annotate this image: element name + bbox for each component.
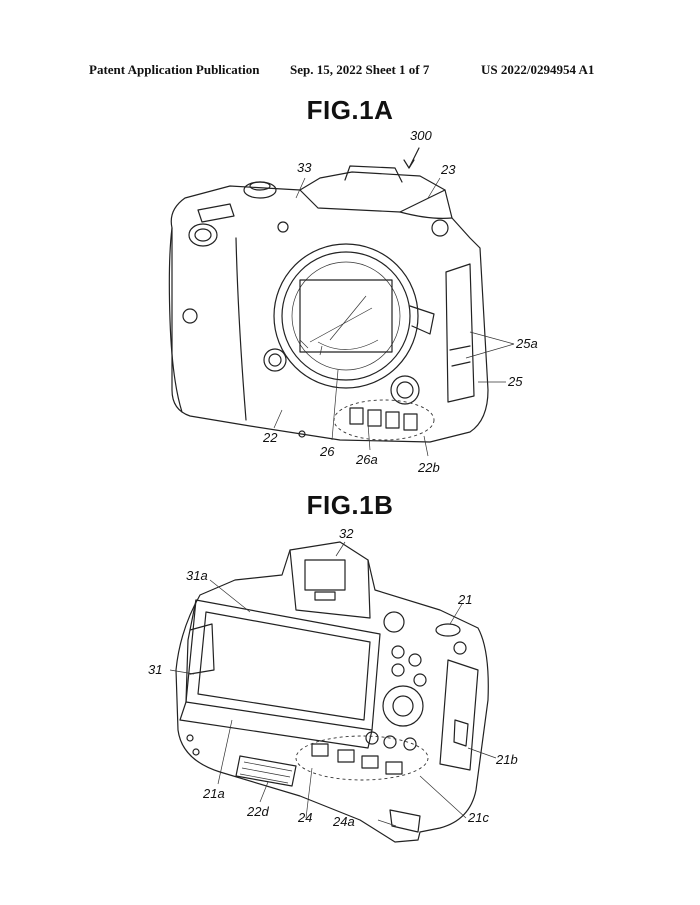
label-22: 22 — [262, 430, 278, 445]
figure-1a-title: FIG.1A — [306, 95, 394, 125]
figure-1b-title: FIG.1B — [306, 490, 394, 520]
publication-type: Patent Application Publication — [89, 62, 260, 77]
label-31a: 31a — [186, 568, 208, 583]
label-22d: 22d — [246, 804, 269, 819]
label-23: 23 — [440, 162, 456, 177]
label-32: 32 — [339, 526, 354, 541]
label-25a: 25a — [515, 336, 538, 351]
label-26: 26 — [319, 444, 335, 459]
publication-number: US 2022/0294954 A1 — [481, 62, 595, 77]
label-21: 21 — [457, 592, 472, 607]
label-25: 25 — [507, 374, 523, 389]
label-21c: 21c — [467, 810, 489, 825]
figure-1a-camera-front-drawing: 300 33 23 25a 25 22 26 26a 22b — [168, 128, 538, 475]
publication-date-sheet: Sep. 15, 2022 Sheet 1 of 7 — [290, 62, 430, 77]
label-24: 24 — [297, 810, 312, 825]
label-31: 31 — [148, 662, 162, 677]
label-21b: 21b — [495, 752, 518, 767]
label-300: 300 — [410, 128, 432, 143]
label-22b: 22b — [417, 460, 440, 475]
label-26a: 26a — [355, 452, 378, 467]
label-33: 33 — [297, 160, 312, 175]
patent-header: Patent Application Publication Sep. 15, … — [0, 62, 700, 82]
label-21a: 21a — [202, 786, 225, 801]
label-24a: 24a — [332, 814, 355, 829]
figure-1b-camera-rear-drawing: 32 31a 21 31 21b 21a 22d 24 24a 21c — [148, 526, 518, 843]
